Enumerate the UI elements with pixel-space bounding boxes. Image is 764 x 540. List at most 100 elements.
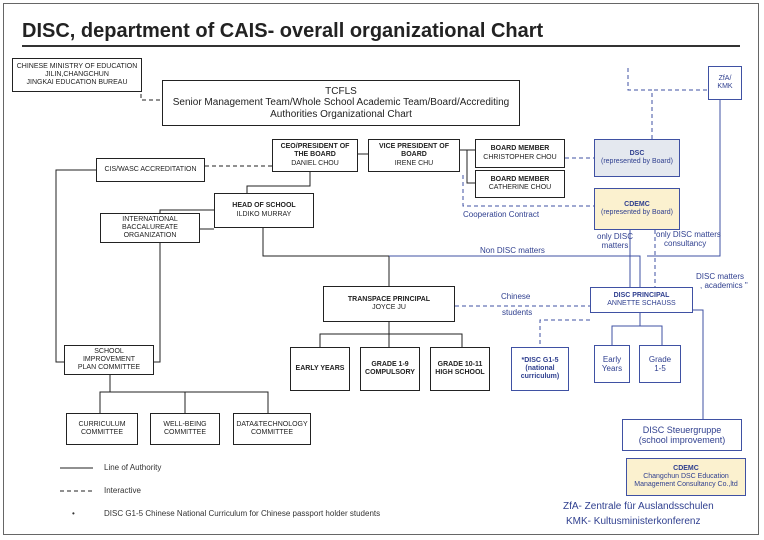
dsc-note: (represented by Board) <box>601 158 673 165</box>
head-role: HEAD OF SCHOOL <box>232 202 296 210</box>
only-disc-matters-label: only DISC matters <box>597 232 634 251</box>
ib-line: BACCALUREATE <box>122 223 178 231</box>
interactive-line-blue <box>627 68 653 139</box>
legend-bullet: • <box>72 509 75 518</box>
g15-label: curriculum) <box>520 373 560 381</box>
disc-early-years-box: Early Years <box>594 345 630 383</box>
cis-label: CIS/WASC ACCREDITATION <box>104 165 197 173</box>
kmk-label: KMK <box>717 83 733 90</box>
committee-line: DATA&TECHNOLOGY <box>236 420 308 428</box>
ib-line: ORGANIZATION <box>123 232 177 240</box>
tcfls-subtitle: Senior Management Team/Whole School Acad… <box>172 97 510 109</box>
label-line: only DISC matters <box>656 230 721 239</box>
tcfls-subtitle: Authorities Organizational Chart <box>270 108 412 120</box>
board-role: BOARD MEMBER <box>490 145 550 153</box>
ceo-role: CEO/PRESIDENT OF <box>280 143 350 151</box>
disc-principal-name: ANNETTE SCHAUSS <box>607 300 676 307</box>
page-frame <box>3 3 759 535</box>
transpace-name: JOYCE JU <box>372 304 406 311</box>
improvement-line: PLAN COMMITTEE <box>77 364 141 372</box>
ministry-line: JILIN,CHANGCHUN <box>45 70 109 78</box>
authority-line <box>159 209 214 213</box>
non-disc-matters-label: Non DISC matters <box>480 246 545 255</box>
label-line: only DISC <box>597 232 634 241</box>
board-name: CHRISTOPHER CHOU <box>483 153 557 161</box>
head-name: ILDIKO MURRAY <box>236 210 292 218</box>
disc-principal-box: DISC PRINCIPAL ANNETTE SCHAUSS <box>590 287 693 313</box>
authority-line-blue <box>389 255 641 287</box>
page-title: DISC, department of CAIS- overall organi… <box>22 20 544 42</box>
only-disc-consultancy-label: only DISC matters consultancy <box>656 230 721 249</box>
committee-line: COMMITTEE <box>164 429 206 436</box>
cooperation-contract-label: Cooperation Contract <box>463 210 540 219</box>
board-name: CATHERINE CHOU <box>488 184 552 191</box>
zfa-label: ZfA/ <box>718 74 732 82</box>
board-member-catherine: BOARD MEMBER CATHERINE CHOU <box>475 170 565 198</box>
zfa-kmk-box: ZfA/ KMK <box>708 66 742 100</box>
disc-grade-label: 1-5 <box>654 364 666 373</box>
label-line: DISC matters <box>696 272 745 281</box>
tcfls-box: TCFLS Senior Management Team/Whole Schoo… <box>162 80 520 126</box>
grade-1-9-box: GRADE 1-9 COMPULSORY <box>360 347 420 391</box>
early-years-label: EARLY YEARS <box>295 364 345 372</box>
vice-president-box: VICE PRESIDENT OF BOARD IRENE CHU <box>368 139 460 172</box>
legend-interactive-label: Interactive <box>104 486 141 495</box>
ib-box: INTERNATIONAL BACCALUREATE ORGANIZATION <box>100 213 200 243</box>
authority-line-blue <box>640 325 663 345</box>
chinese-label: Chinese <box>501 292 531 301</box>
authority-line <box>55 169 125 363</box>
authority-line-blue <box>611 313 641 345</box>
authority-line <box>389 333 463 347</box>
ib-line: INTERNATIONAL <box>122 215 178 223</box>
grade-label: GRADE 1-9 <box>371 360 409 368</box>
disc-principal-role: DISC PRINCIPAL <box>613 291 670 299</box>
authority-line-blue <box>693 309 704 419</box>
interactive-line-blue <box>462 175 594 207</box>
data-technology-committee-box: DATA&TECHNOLOGY COMMITTEE <box>233 413 311 445</box>
cdemc-note: (represented by Board) <box>601 209 673 216</box>
vice-name: IRENE CHU <box>394 159 434 167</box>
committee-line: WELL-BEING <box>163 420 207 428</box>
ceo-role: THE BOARD <box>294 151 336 159</box>
interactive-line-blue <box>652 74 713 91</box>
grade-label: GRADE 10-11 <box>437 360 483 368</box>
committee-line: COMMITTEE <box>251 429 293 436</box>
authority-line <box>154 228 214 363</box>
authority-line <box>466 150 475 184</box>
transpace-principal-box: TRANSPACE PRINCIPAL JOYCE JU <box>323 286 455 322</box>
g15-label: (national <box>525 364 555 372</box>
transpace-role: TRANSPACE PRINCIPAL <box>347 295 431 303</box>
ceo-name: DANIEL CHOU <box>291 159 339 167</box>
authority-line <box>246 172 311 193</box>
board-role: BOARD MEMBER <box>490 175 550 183</box>
improvement-line: SCHOOL <box>94 347 124 355</box>
authority-line <box>319 322 390 347</box>
improvement-line: IMPROVEMENT <box>82 355 136 363</box>
grade-label: HIGH SCHOOL <box>435 369 485 376</box>
cdemc-title: CDEMC <box>624 200 650 208</box>
tcfls-title: TCFLS <box>325 85 357 97</box>
board-member-christopher: BOARD MEMBER CHRISTOPHER CHOU <box>475 139 565 168</box>
label-line: matters <box>601 240 629 250</box>
cdemc-company-box: CDEMC Changchun DSC Education Management… <box>626 458 746 496</box>
committee-line: COMMITTEE <box>81 429 123 436</box>
head-of-school-box: HEAD OF SCHOOL ILDIKO MURRAY <box>214 193 314 228</box>
school-improvement-committee-box: SCHOOL IMPROVEMENT PLAN COMMITTEE <box>64 345 154 375</box>
vice-role: VICE PRESIDENT OF <box>378 143 449 151</box>
steuergruppe-note: (school improvement) <box>638 435 726 445</box>
ministry-box: CHINESE MINISTRY OF EDUCATION JILIN,CHAN… <box>12 58 142 92</box>
cdemc-company-title: CDEMC <box>673 464 699 472</box>
disc-steuergruppe-box: DISC Steuergruppe (school improvement) <box>622 419 742 451</box>
interactive-line-blue <box>539 319 590 350</box>
authority-line <box>262 228 390 286</box>
label-line: consultancy <box>664 238 707 248</box>
disc-grade-1-5-box: Grade 1-5 <box>639 345 681 383</box>
grade-label: COMPULSORY <box>365 369 415 376</box>
wellbeing-committee-box: WELL-BEING COMMITTEE <box>150 413 220 445</box>
curriculum-committee-box: CURRICULUM COMMITTEE <box>66 413 138 445</box>
disc-academics-label: DISC matters , academics " <box>696 272 748 291</box>
ministry-line: CHINESE MINISTRY OF EDUCATION <box>16 62 138 70</box>
cdemc-box: CDEMC (represented by Board) <box>594 188 680 230</box>
vice-role: BOARD <box>401 151 427 159</box>
